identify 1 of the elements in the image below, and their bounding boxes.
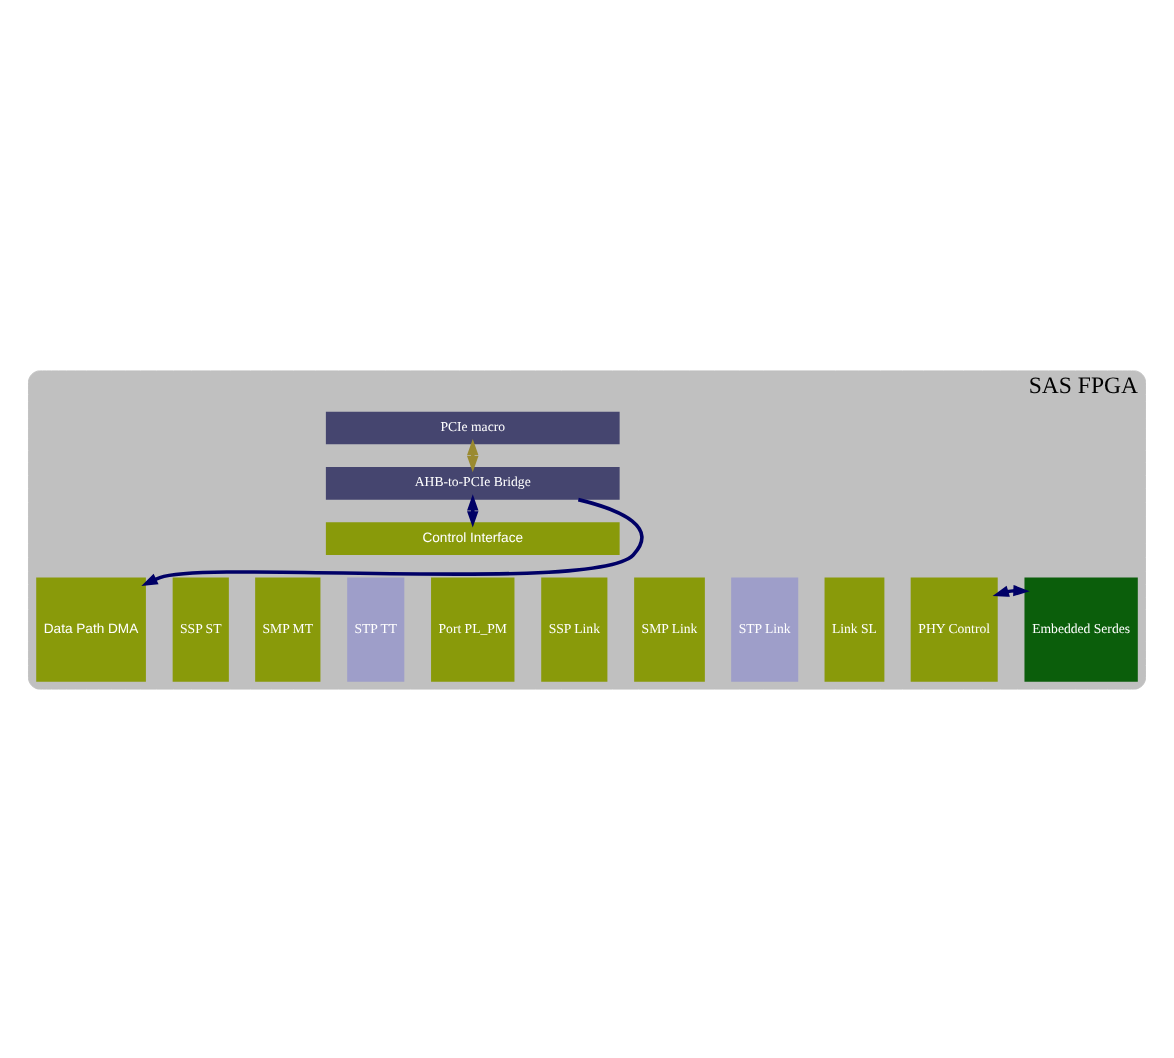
arrow: [141, 496, 644, 586]
